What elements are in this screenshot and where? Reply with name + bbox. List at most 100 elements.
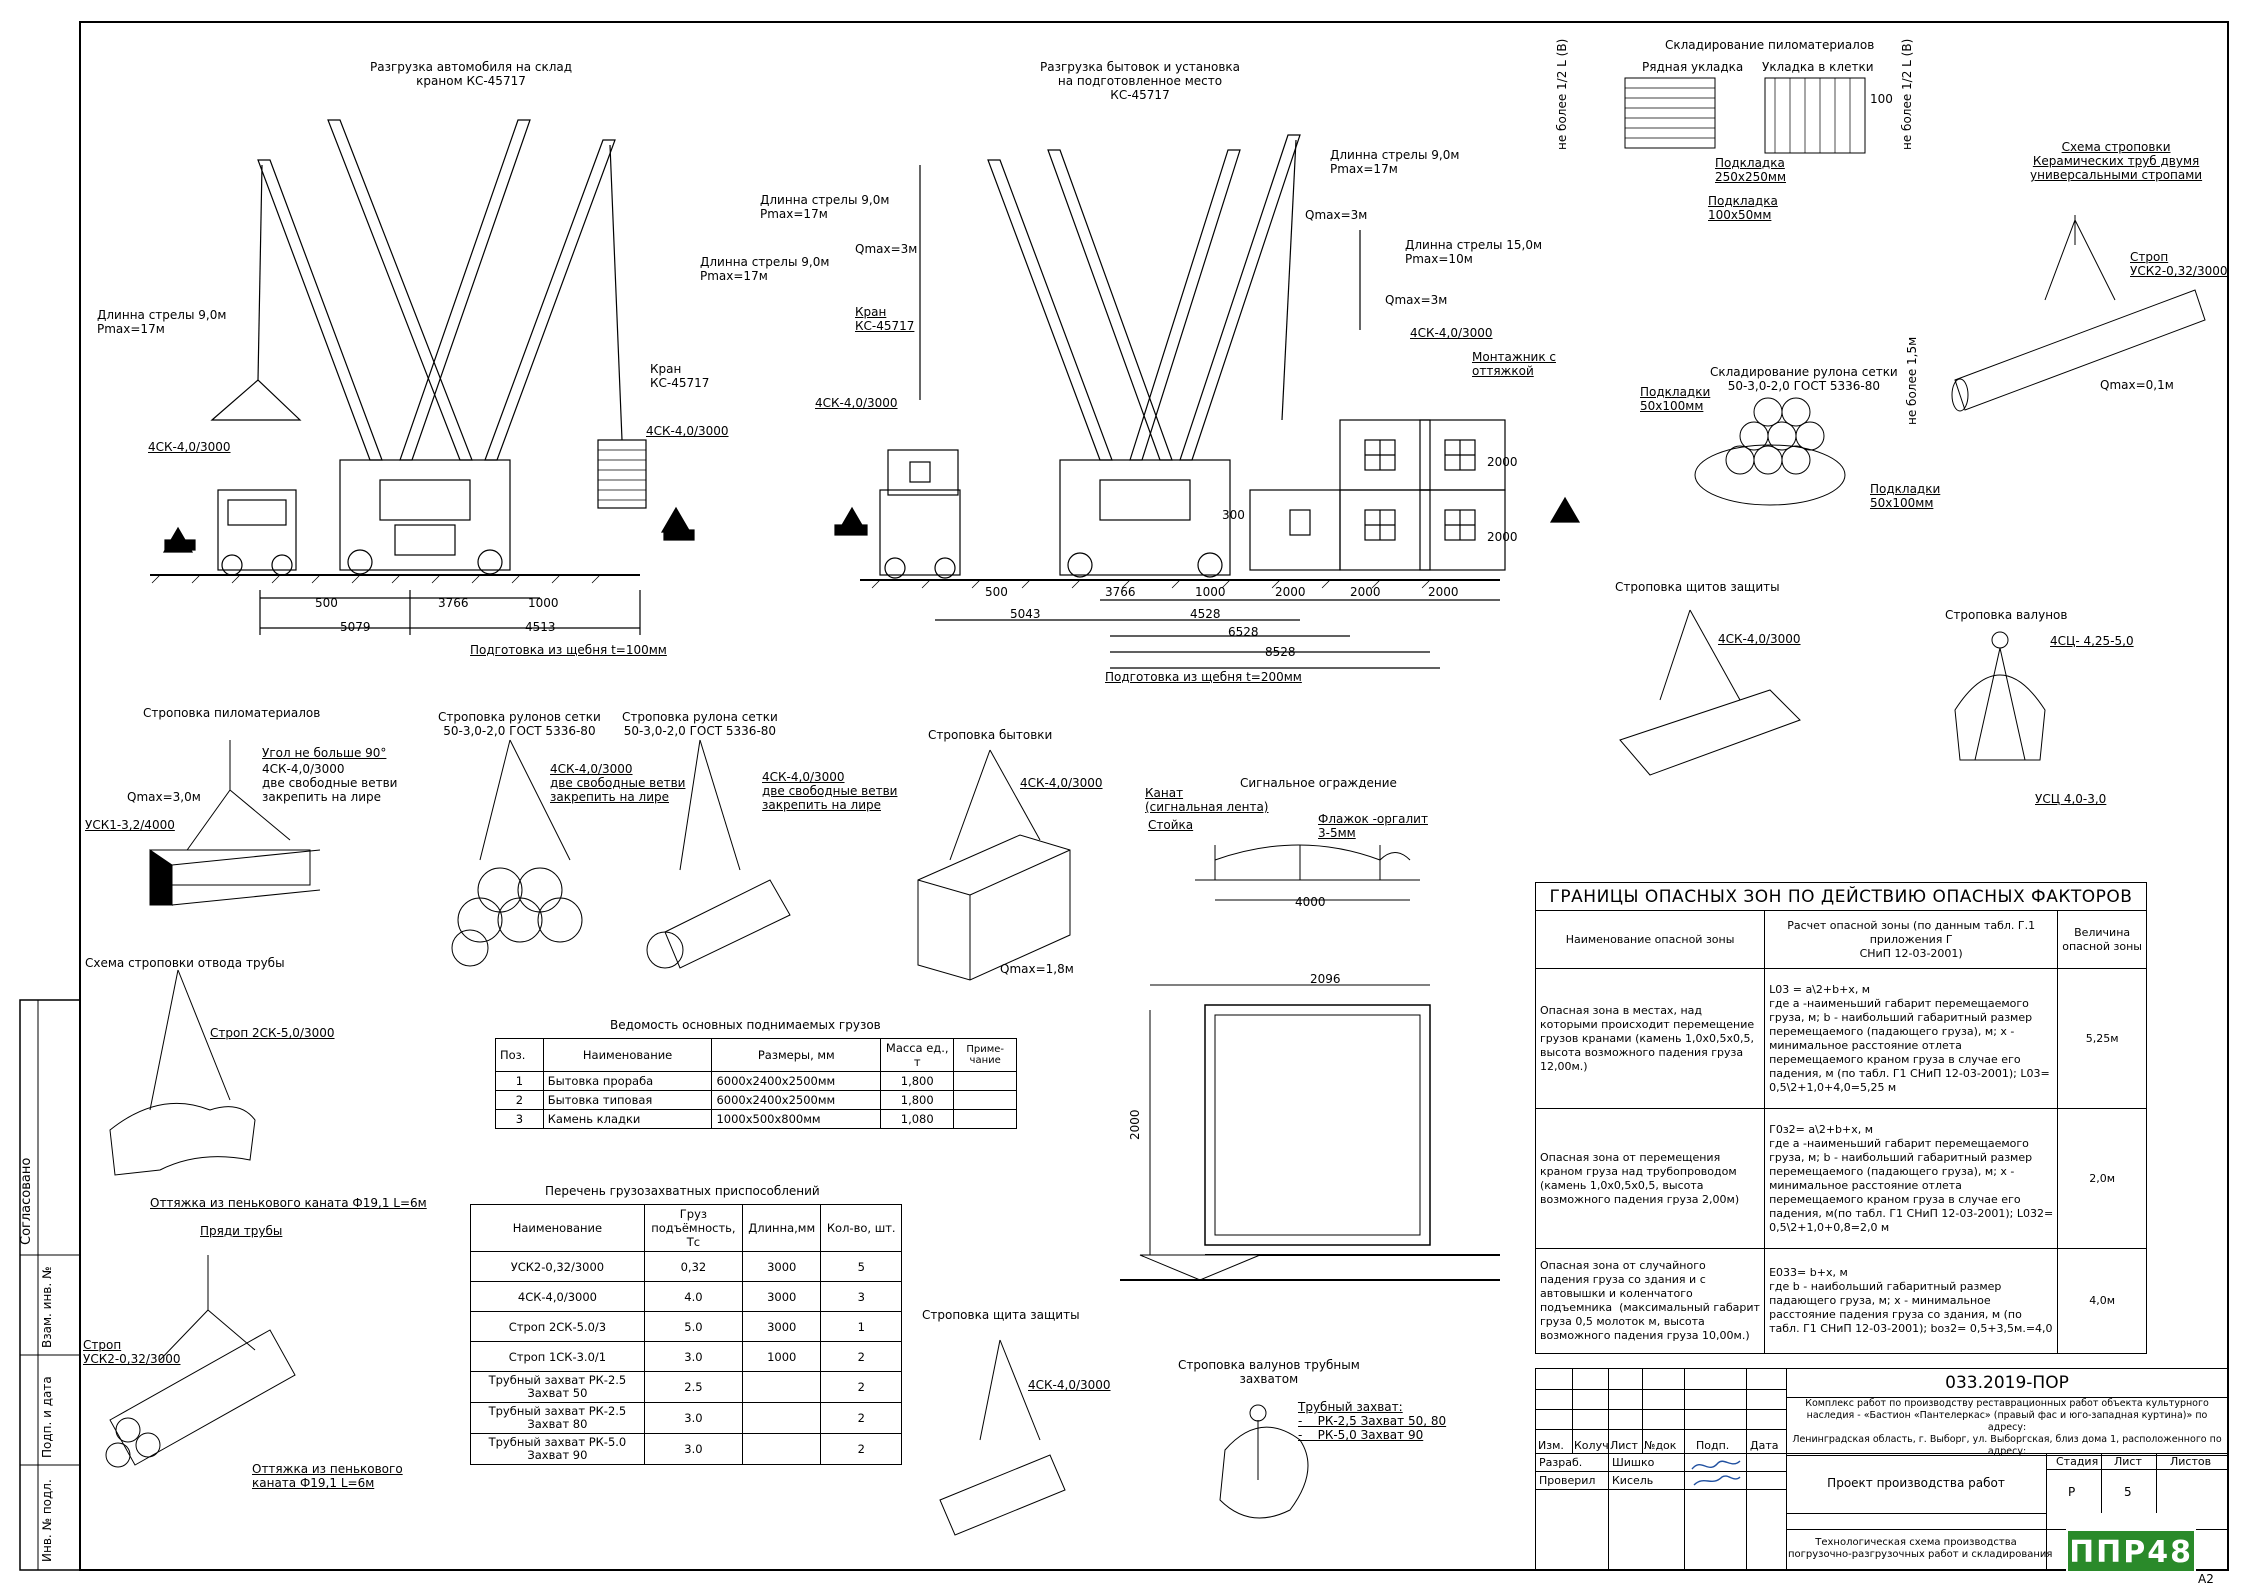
boulders-sling-a: 4СЦ- 4,25-5,0	[2050, 634, 2134, 648]
bend-title: Схема строповки отвода трубы	[85, 956, 285, 970]
doc-description: Комплекс работ по производству реставрац…	[1786, 1397, 2227, 1456]
cell: Строп 2СК-5.0/3	[470, 1311, 645, 1342]
m-q3a: Qmax=3м	[855, 242, 918, 256]
cell: Трубный захват РК-5.0 Захват 90	[470, 1433, 645, 1465]
pipes-q: Qmax=0,1м	[2100, 378, 2174, 392]
panel-width: 2096	[1310, 972, 1341, 986]
boom-label-left: Длинна стрелы 9,0м Pmax=17м	[97, 308, 227, 336]
cell: Е033= b+x, м где b - наибольший габаритн…	[1764, 1248, 2059, 1354]
revision-grid	[1536, 1369, 1786, 1453]
cell	[953, 1090, 1017, 1110]
header-cell: Наименование	[542, 1038, 713, 1072]
roll-title: Строповка рулона сетки 50-3,0-2,0 ГОСТ 5…	[622, 710, 778, 738]
scene-unload-title: Разгрузка автомобиля на склад краном КС-…	[370, 60, 573, 88]
table-row: Опасная зона от перемещения краном груза…	[1534, 1108, 2147, 1249]
inv-replace-label: Взам. инв. №	[40, 1266, 54, 1348]
m-q3c: Qmax=3м	[1385, 293, 1448, 307]
m-mount: Монтажник с оттяжкой	[1472, 350, 1556, 378]
cell: 2	[495, 1090, 544, 1110]
dim2-2000a: 2000	[1275, 585, 1306, 599]
project-name: Проект производства работ	[1786, 1453, 2047, 1514]
sling-label-b: 4СК-4,0/3000	[646, 424, 729, 438]
rigging-figures	[105, 739, 1500, 1536]
sheet-value: 5	[2124, 1485, 2132, 1499]
rolls-title: Строповка рулонов сетки 50-3,0-2,0 ГОСТ …	[438, 710, 601, 738]
table-header-row: Поз. Наименование Размеры, мм Масса ед.,…	[495, 1038, 1017, 1072]
header-cell: Груз подъёмность, Тс	[643, 1204, 743, 1252]
cell: Трубный захват РК-2.5 Захват 80	[470, 1402, 645, 1434]
header-cell: Длинна,мм	[741, 1204, 822, 1252]
rolls-sling: 4СК-4,0/3000 две свободные ветви закрепи…	[550, 762, 686, 804]
panel-height: 2000	[1128, 1109, 1142, 1140]
gear-table: Наименование Груз подъёмность, Тс Длинна…	[470, 1204, 902, 1465]
loads-table: Поз. Наименование Размеры, мм Масса ед.,…	[495, 1038, 1017, 1129]
col-list: Лист	[1610, 1439, 1638, 1452]
boom-label-right: Длинна стрелы 9,0м Pmax=17м	[700, 255, 830, 283]
cell: 1,800	[880, 1071, 955, 1091]
table-row: Опасная зона в местах, над которыми прои…	[1534, 968, 2147, 1109]
shields-sling: 4СК-4,0/3000	[1718, 632, 1801, 646]
cell: Трубный захват РК-2.5 Захват 50	[470, 1371, 645, 1403]
fence-flag: Флажок -оргалит 3-5мм	[1318, 812, 1428, 840]
cell: 0,32	[643, 1251, 743, 1282]
shield2-sling: 4СК-4,0/3000	[1028, 1378, 1111, 1392]
dim-500: 500	[315, 596, 338, 610]
cell: L03 = a\2+b+x, м где а -наименьший габар…	[1764, 968, 2059, 1109]
dim-5079: 5079	[340, 620, 371, 634]
table-row: УСК2-0,32/3000 0,32 3000 5	[470, 1251, 902, 1282]
sheet-header: Лист	[2114, 1455, 2142, 1468]
lumber-usk: УСК1-3,2/4000	[85, 818, 175, 832]
cell: 3.0	[643, 1402, 743, 1434]
table-row: 1 Бытовка прораба 6000x2400x2500мм 1,800	[495, 1071, 1017, 1091]
cell	[953, 1109, 1017, 1129]
storage-note-2: не более 1/2 L (В)	[1900, 38, 1914, 150]
col-koluch: Колуч	[1574, 1439, 1609, 1452]
lumber-q: Qmax=3,0м	[127, 790, 201, 804]
sheet-title: Технологическая схема производства погру…	[1788, 1537, 2053, 1560]
dim2-6528: 6528	[1228, 625, 1259, 639]
pipes-title: Схема строповки Керамических труб двумя …	[2030, 140, 2203, 182]
cell: 3.0	[643, 1433, 743, 1465]
bpipe-title: Строповка валунов трубным захватом	[1178, 1358, 1360, 1386]
roll-pad-1: Подкладки 50x100мм	[1640, 385, 1711, 413]
m-boom15: Длинна стрелы 15,0м Pmax=10м	[1405, 238, 1543, 266]
m-boom9-a: Длинна стрелы 9,0м Pmax=17м	[760, 193, 890, 221]
sign-date-label: Подп. и дата	[40, 1376, 54, 1458]
cell: 1,800	[880, 1090, 955, 1110]
bundle-strop: Строп УСК2-0,32/3000	[83, 1338, 181, 1366]
cell: 1000x500x800мм	[711, 1109, 882, 1129]
roll-height: не более 1,5м	[1905, 336, 1919, 425]
cell: УСК2-0,32/3000	[470, 1251, 645, 1282]
boulders-sling-b: УСЦ 4,0-3,0	[2035, 792, 2107, 806]
cell: 2	[820, 1341, 902, 1372]
company-logo: ППР48	[2066, 1529, 2196, 1573]
cell: 3000	[741, 1281, 822, 1312]
table-row: Трубный захват РК-5.0 Захват 90 3.0 2	[470, 1433, 902, 1465]
cell	[741, 1371, 822, 1403]
table-row: Трубный захват РК-2.5 Захват 80 3.0 2	[470, 1402, 902, 1434]
roll-pad-2: Подкладки 50x100мм	[1870, 482, 1941, 510]
storage-title: Складирование пиломатериалов	[1665, 38, 1875, 52]
cell: Опасная зона в местах, над которыми прои…	[1534, 968, 1766, 1109]
cabin-sling: 4СК-4,0/3000	[1020, 776, 1103, 790]
role-developer: Разраб.	[1539, 1456, 1583, 1469]
cell: Камень кладки	[542, 1109, 713, 1129]
cell: Г0з2= a\2+b+x, м где а -наименьший габар…	[1764, 1108, 2059, 1249]
fence-post: Стойка	[1148, 818, 1194, 832]
crane-scene-cabins	[834, 134, 1581, 669]
doc-code: 033.2019-ПОР	[1786, 1369, 2227, 1398]
cell: 2.5	[643, 1371, 743, 1403]
cabin-title: Строповка бытовки	[928, 728, 1053, 742]
loads-table-title: Ведомость основных поднимаемых грузов	[610, 1018, 881, 1032]
header-cell: Кол-во, шт.	[820, 1204, 902, 1252]
dim2-3766: 3766	[1105, 585, 1136, 599]
cell: 2	[820, 1402, 902, 1434]
m-boom9-b: Длинна стрелы 9,0м Pmax=17м	[1330, 148, 1460, 176]
roll-storage-title: Складирование рулона сетки 50-3,0-2,0 ГО…	[1710, 365, 1898, 393]
storage-row: Рядная укладка	[1642, 60, 1744, 74]
role-checker: Проверил	[1539, 1474, 1596, 1487]
cell: 3.0	[643, 1341, 743, 1372]
cell: Бытовка типовая	[542, 1090, 713, 1110]
col-ndok: №док	[1644, 1439, 1677, 1452]
